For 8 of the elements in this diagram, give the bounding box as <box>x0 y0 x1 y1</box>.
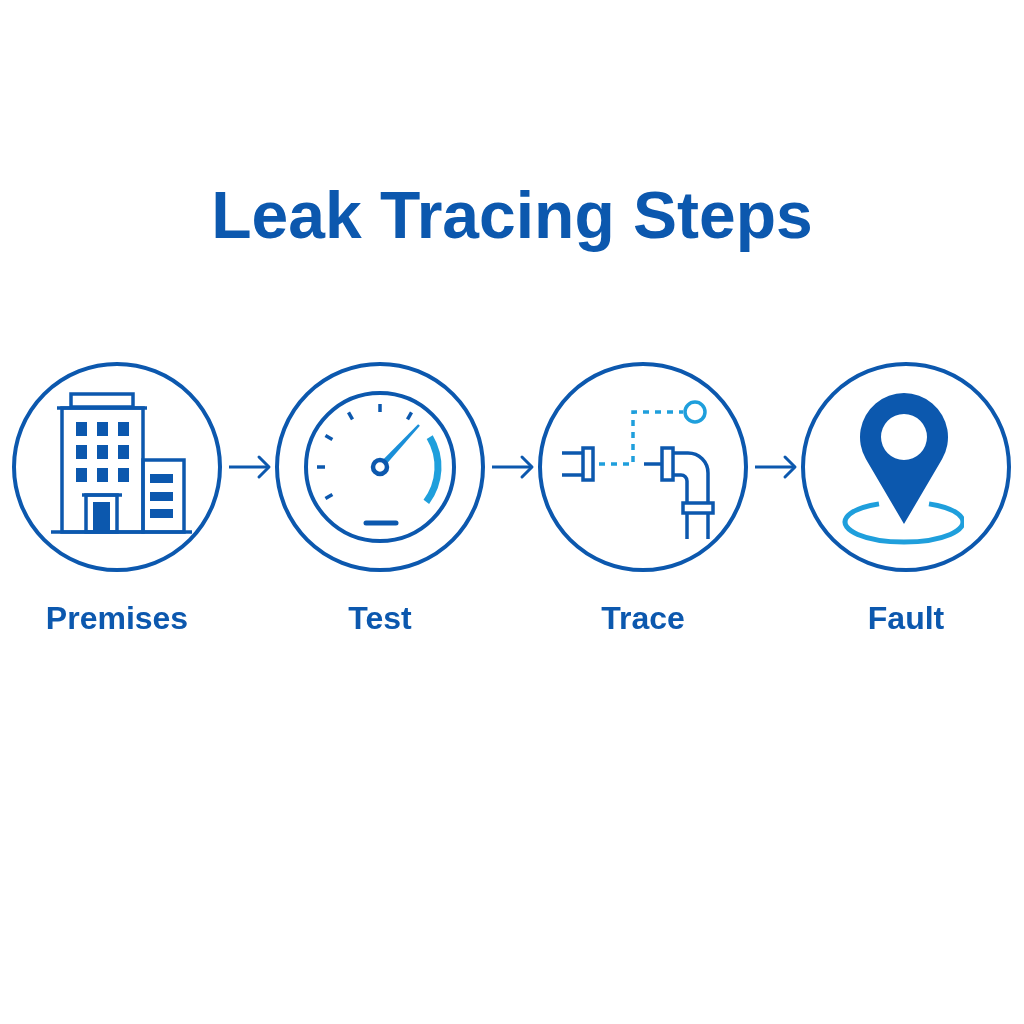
step-label: Fault <box>867 600 945 636</box>
title: Leak Tracing Steps <box>211 178 813 252</box>
step-label: Test <box>348 600 412 636</box>
arrow <box>755 455 797 479</box>
step-label: Premises <box>45 600 189 636</box>
arrow <box>229 455 271 479</box>
step-label: Trace <box>601 600 685 636</box>
arrow <box>492 455 534 479</box>
